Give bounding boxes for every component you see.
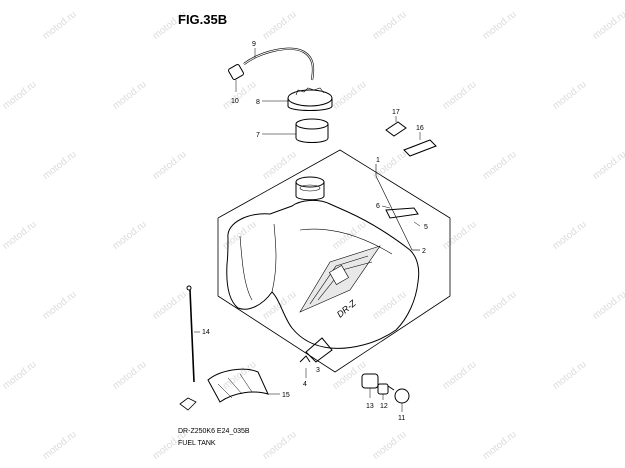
strap-16 xyxy=(403,132,437,157)
assembly-outline xyxy=(217,149,451,373)
callout-13: 13 xyxy=(366,403,374,410)
callout-12: 12 xyxy=(380,403,388,410)
figure-title: FIG.35B xyxy=(178,12,228,27)
fuel-cap xyxy=(262,87,333,111)
callout-17: 17 xyxy=(392,109,400,116)
callout-labels: 1 2 3 4 5 6 7 8 9 10 11 12 13 14 15 16 1… xyxy=(202,41,428,422)
bracket xyxy=(381,205,421,227)
callout-2: 2 xyxy=(422,248,426,255)
cushion-13 xyxy=(361,373,379,398)
callout-8: 8 xyxy=(256,99,260,106)
fuel-tank xyxy=(226,199,420,349)
bolt-11 xyxy=(387,385,410,412)
callout-6: 6 xyxy=(376,203,380,210)
callout-11: 11 xyxy=(398,415,405,422)
mount-bracket xyxy=(299,337,333,378)
tank-decal-text: DR-Z xyxy=(335,298,358,320)
vent-hose xyxy=(243,47,315,81)
figure-name: FUEL TANK xyxy=(178,440,216,447)
callout-14: 14 xyxy=(202,329,210,336)
callout-3: 3 xyxy=(316,367,320,374)
cap-ring xyxy=(262,118,329,143)
front-arrow-icon xyxy=(179,397,197,411)
callout-1: 1 xyxy=(376,157,380,164)
clip-17 xyxy=(385,116,407,137)
callout-4: 4 xyxy=(303,381,307,388)
callout-7: 7 xyxy=(256,132,260,139)
check-valve xyxy=(228,64,244,92)
tank-cover-15 xyxy=(207,368,280,403)
filler-neck xyxy=(295,176,325,188)
callout-9: 9 xyxy=(252,41,256,48)
tank-decal-graphic xyxy=(299,245,381,313)
callout-10: 10 xyxy=(231,98,239,105)
callout-15: 15 xyxy=(282,392,290,399)
collar-12 xyxy=(377,383,389,400)
figure-code: DR-Z250K6 E24_035B xyxy=(178,428,250,435)
callout-5: 5 xyxy=(424,224,428,231)
hose-14 xyxy=(186,285,200,383)
callout-16: 16 xyxy=(416,125,424,132)
